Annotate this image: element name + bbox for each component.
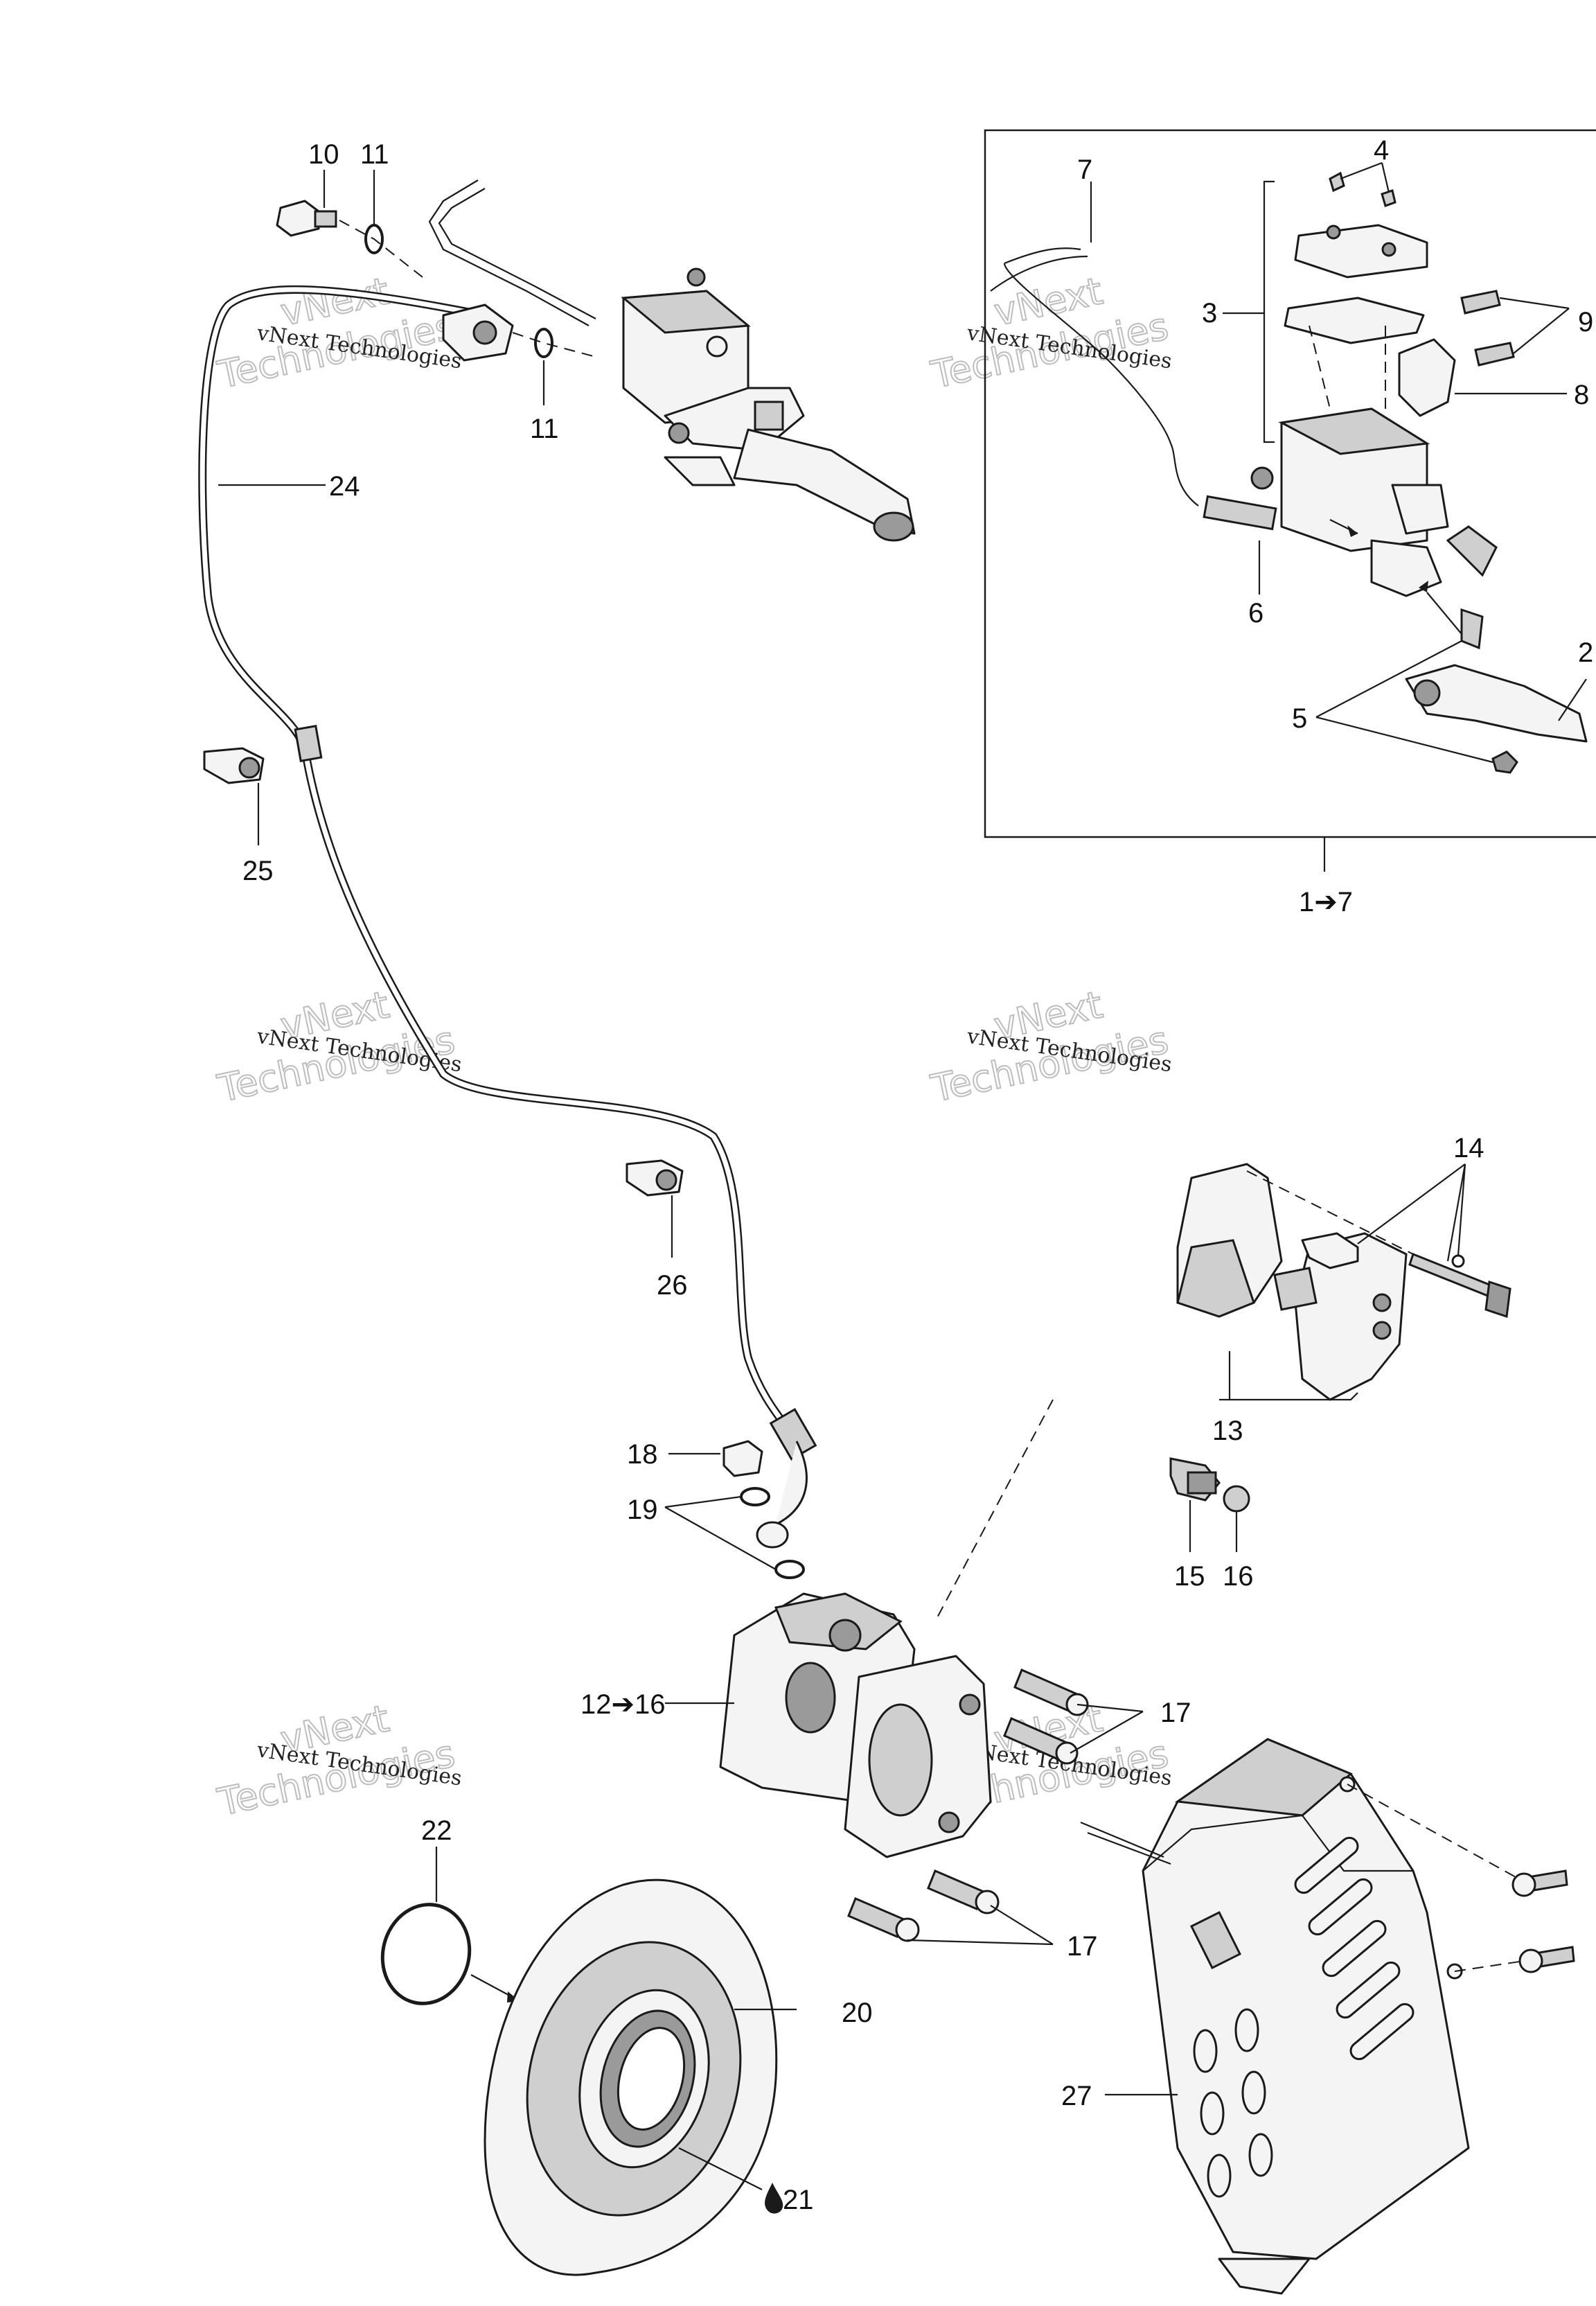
watermark-4: vNext Technologies vNext Technologies [927,982,1173,1111]
inset-frame [984,129,1596,838]
callout-17-lower: 17 [1067,1931,1098,1962]
washer-11-lower [534,328,553,358]
callout-25: 25 [242,856,274,886]
callout-2: 2 [1578,637,1593,668]
callout-14: 14 [1453,1133,1484,1163]
callout-10: 10 [308,139,339,170]
callout-24: 24 [329,471,360,502]
bleeder-cap [1223,1485,1250,1513]
callout-21: 21 [783,2185,814,2215]
pad-pin [1408,1253,1511,1319]
callout-18: 18 [627,1439,658,1470]
callout-13: 13 [1212,1416,1243,1446]
pad-spring [1301,1232,1359,1269]
callout-9: 9 [1578,307,1593,337]
callout-20: 20 [842,1998,873,2028]
skid-plate-bolts [1511,1869,1575,1973]
callout-16: 16 [1223,1561,1254,1592]
watermark-2: vNext Technologies vNext Technologies [927,268,1173,398]
skid-plate [1080,1738,1470,2295]
callout-27: 27 [1061,2081,1092,2111]
caliper-banjo [756,1521,789,1549]
brake-hose [198,285,817,1526]
master-cylinder-assembly [428,179,916,542]
callout-15: 15 [1174,1561,1205,1592]
callout-8: 8 [1574,380,1589,410]
callout-3: 3 [1202,298,1217,328]
lubricant-drop-icon [765,2183,783,2214]
callout-11-top: 11 [360,139,389,170]
hose-clip-26 [626,1159,684,1197]
watermark-5: vNext Technologies vNext Technologies [213,1696,463,1825]
callout-6: 6 [1248,598,1264,628]
caliper-washer-2 [774,1560,805,1579]
callout-19: 19 [627,1495,658,1525]
callout-26: 26 [657,1270,688,1301]
o-ring [380,1903,472,2005]
caliper-washer-1 [740,1487,770,1506]
caliper-banjo-bolt [722,1440,763,1477]
callout-22: 22 [421,1815,452,1846]
banjo-fitting [442,303,514,362]
brake-caliper [719,1592,992,1858]
banjo-bolt [276,200,337,237]
callout-12-to-16: 12➔16 [580,1689,666,1720]
brake-pads [1176,1163,1408,1401]
caliper-bolts [847,1669,1089,1942]
callout-4: 4 [1374,135,1389,166]
leader-lines [218,161,1587,2096]
inset-master-cylinder [990,171,1588,774]
callout-1-to-7: 1➔7 [1299,887,1353,917]
hose-clip-25 [203,747,265,784]
bleeder-valve [1169,1457,1221,1502]
callout-11-lower: 11 [530,414,559,444]
callout-5: 5 [1292,703,1307,734]
brake-disc [484,1878,778,2276]
callout-7: 7 [1077,155,1092,185]
callout-17-upper: 17 [1160,1698,1191,1728]
